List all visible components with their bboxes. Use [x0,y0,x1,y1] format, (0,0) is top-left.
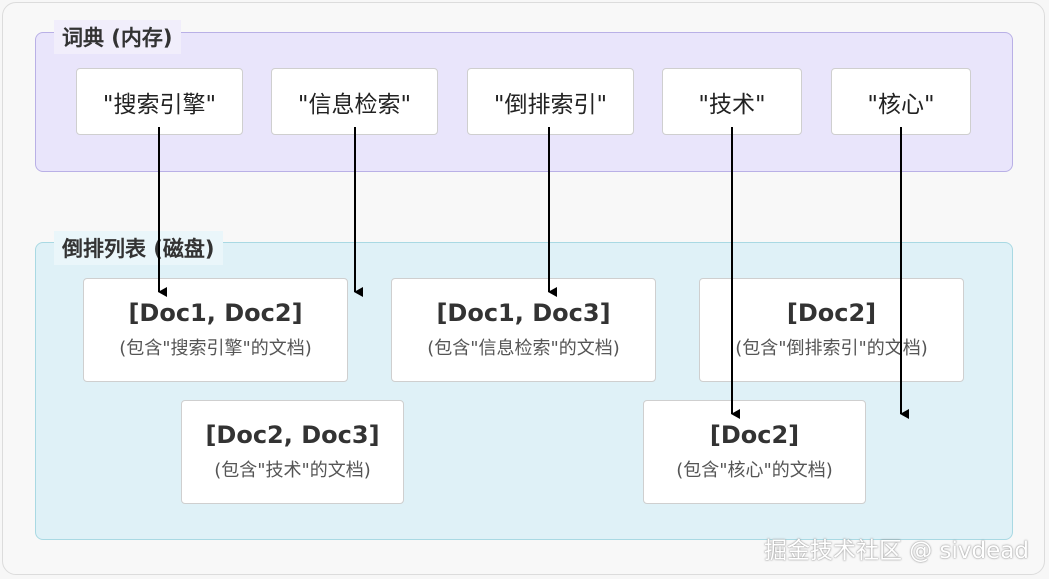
posting-list-inverted-index: [Doc2] (包含"倒排索引"的文档) [699,278,964,382]
posting-list-technology: [Doc2, Doc3] (包含"技术"的文档) [181,400,404,504]
dictionary-title: 词典 (内存) [54,20,181,54]
posting-docs: [Doc1, Doc3] [436,299,611,327]
posting-list-search-engine: [Doc1, Doc2] (包含"搜索引擎"的文档) [83,278,348,382]
posting-docs: [Doc2] [709,421,800,449]
term-information-retrieval: "信息检索" [271,68,438,135]
term-search-engine: "搜索引擎" [76,68,243,135]
term-technology: "技术" [662,68,802,135]
posting-description: (包含"核心"的文档) [676,460,833,481]
posting-docs: [Doc1, Doc2] [128,299,303,327]
posting-docs: [Doc2, Doc3] [205,421,380,449]
posting-description: (包含"倒排索引"的文档) [735,338,928,359]
term-inverted-index: "倒排索引" [467,68,634,135]
term-core: "核心" [831,68,971,135]
watermark: 掘金技术社区 @ sivdead [763,538,1029,564]
posting-description: (包含"技术"的文档) [214,460,371,481]
posting-list-title: 倒排列表 (磁盘) [54,231,223,265]
posting-list-information-retrieval: [Doc1, Doc3] (包含"信息检索"的文档) [391,278,656,382]
posting-description: (包含"搜索引擎"的文档) [119,338,312,359]
posting-list-core: [Doc2] (包含"核心"的文档) [643,400,866,504]
posting-description: (包含"信息检索"的文档) [427,338,620,359]
posting-docs: [Doc2] [786,299,877,327]
